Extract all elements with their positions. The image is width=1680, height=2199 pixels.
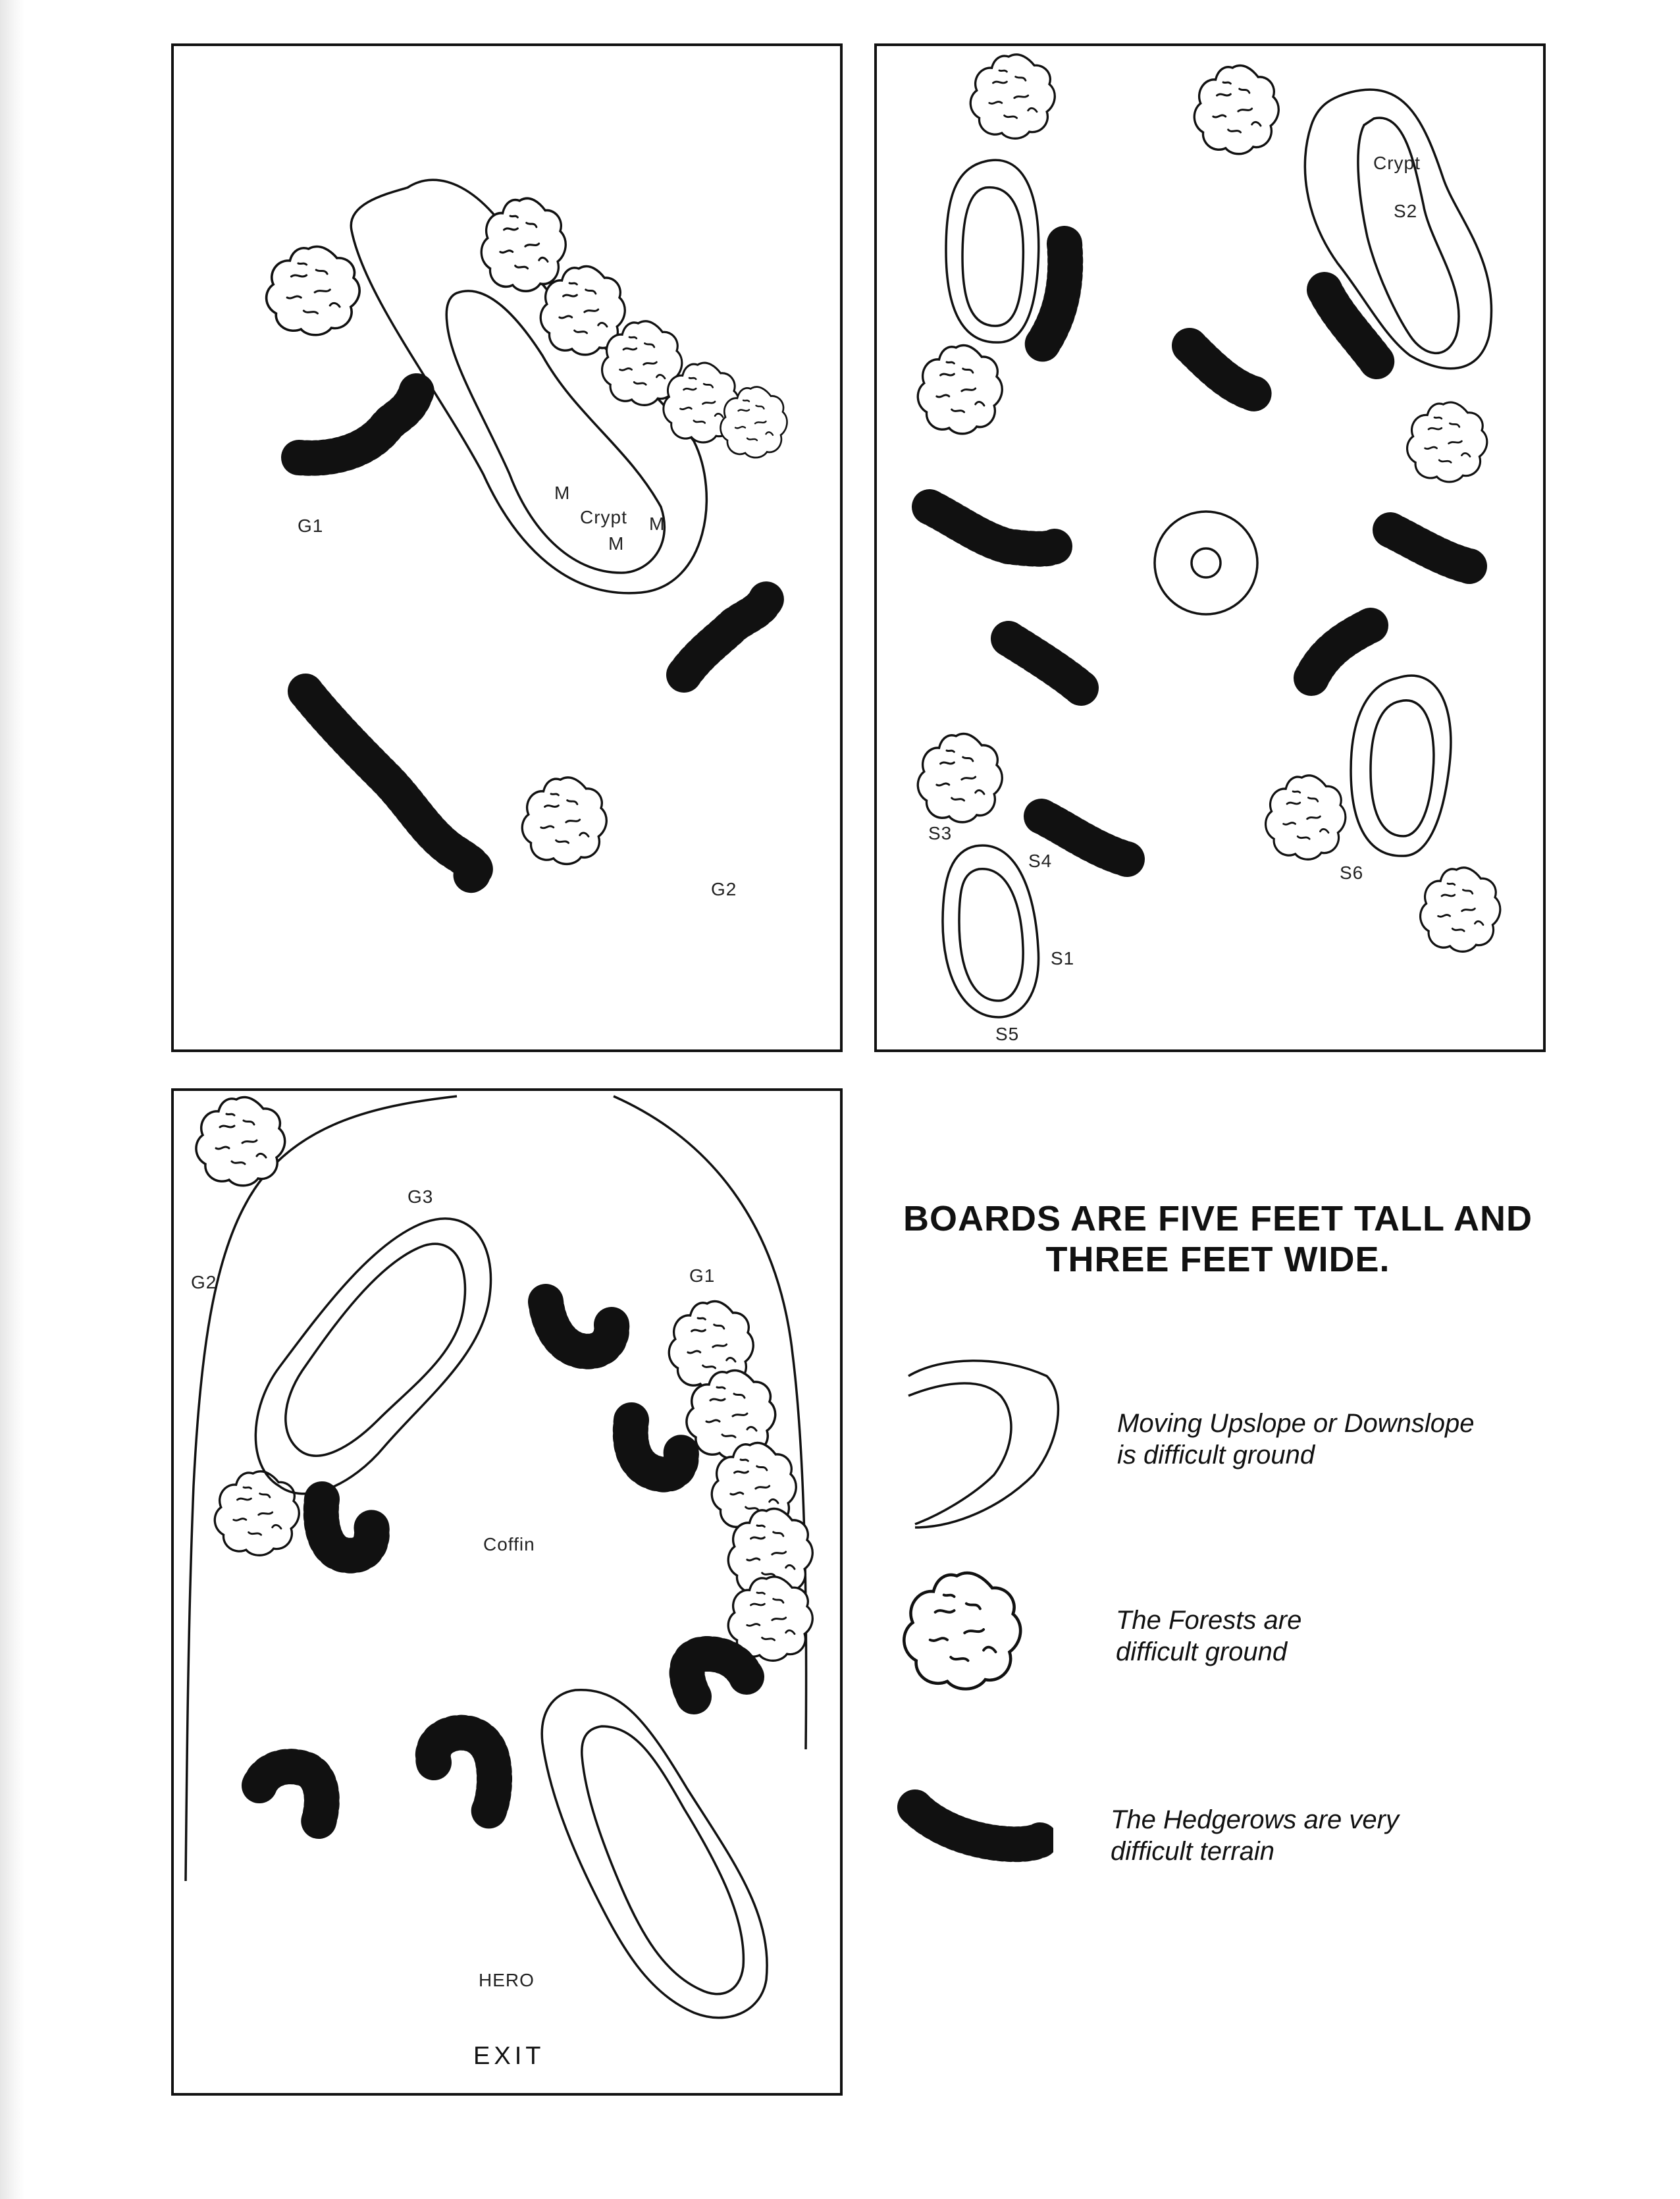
board-bottom-left-map: G3 G2 G1 Coffin HERO EXIT <box>184 1095 814 2070</box>
hill-b-inner <box>1369 699 1435 837</box>
label-s6: S6 <box>1340 862 1363 883</box>
hedgerow-5 <box>415 1714 512 1830</box>
hedgerow-4 <box>669 1636 764 1714</box>
label-s5: S5 <box>995 1024 1019 1044</box>
road-left-edge <box>184 1095 458 1882</box>
forest-3 <box>916 344 1004 435</box>
forest-left <box>213 1470 300 1556</box>
board-bottom-left: G3 G2 G1 Coffin HERO EXIT <box>171 1088 843 2096</box>
slope-contour-icon <box>908 1360 1060 1529</box>
label-crypt: Crypt <box>580 507 627 527</box>
label-crypt: Crypt <box>1373 153 1421 173</box>
label-m-3: M <box>608 533 624 554</box>
label-m-2: M <box>649 514 665 534</box>
hedgerow-left <box>281 371 435 476</box>
hill-crypt-inner <box>1357 117 1460 355</box>
label-s1: S1 <box>1051 948 1074 968</box>
legend-text-hedgerow: The Hedgerows are very difficult terrain <box>1111 1805 1399 1866</box>
hedgerow-6 <box>991 621 1099 706</box>
hill-a-inner <box>961 186 1025 327</box>
hedgerow-4 <box>912 489 1072 567</box>
hedgerow-2 <box>612 1402 699 1493</box>
hill-g3-outer <box>254 1217 492 1495</box>
forest-7 <box>1419 866 1502 953</box>
label-m-1: M <box>554 483 570 503</box>
forest-top-left <box>195 1096 286 1187</box>
scan-edge <box>0 0 25 2199</box>
hedgerow-1 <box>528 1284 630 1369</box>
label-g3: G3 <box>407 1186 433 1207</box>
hedgerow-5 <box>1373 512 1487 584</box>
forest-5 <box>916 732 1004 824</box>
hedgerow-bottom <box>288 674 493 893</box>
hedgerow-3 <box>303 1481 390 1574</box>
forest-1 <box>969 53 1056 140</box>
board-top-left-map: G1 G2 Crypt M M M <box>265 178 788 899</box>
forest-left <box>265 245 361 336</box>
hill-bottom-inner <box>581 1725 745 1996</box>
forest-chain <box>668 1300 814 1662</box>
well <box>1153 510 1259 616</box>
board-size-caption: BOARDS ARE FIVE FEET TALL AND THREE FEET… <box>903 1199 1533 1279</box>
label-g1: G1 <box>689 1265 715 1286</box>
forest-bottom <box>521 776 608 866</box>
hedgerow-icon <box>897 1789 1053 1863</box>
legend-text-slope: Moving Upslope or Downslope is difficult… <box>1117 1409 1475 1470</box>
hill-g3-inner <box>284 1242 467 1457</box>
hill-crypt-outer <box>1303 88 1493 370</box>
label-coffin: Coffin <box>483 1534 535 1554</box>
hedgerow-3 <box>1307 272 1395 380</box>
label-g2: G2 <box>711 879 737 899</box>
hedgerow-8 <box>1024 799 1145 877</box>
hedgerow-2 <box>1172 328 1276 413</box>
hill-c-outer <box>941 844 1040 1019</box>
forest-2 <box>1193 64 1280 155</box>
legend-text-forest: The Forests are difficult ground <box>1116 1606 1302 1666</box>
forest-chain <box>480 197 788 459</box>
board-top-right-map: Crypt S2 S3 S4 S1 S5 S6 <box>912 53 1502 1044</box>
hill-b-outer <box>1350 674 1452 857</box>
label-s2: S2 <box>1394 201 1417 221</box>
hill-bottom-outer <box>540 1689 768 2019</box>
label-g1: G1 <box>298 516 323 536</box>
forest-icon <box>889 1564 1034 1695</box>
hedgerow-6 <box>242 1749 340 1840</box>
board-top-right: Crypt S2 S3 S4 S1 S5 S6 <box>874 43 1546 1052</box>
board-top-left: G1 G2 Crypt M M M <box>171 43 843 1052</box>
hedgerow-right <box>666 581 784 693</box>
label-hero: HERO <box>479 1970 535 1990</box>
hill-a-outer <box>945 159 1040 344</box>
label-s3: S3 <box>928 823 952 843</box>
forest-6 <box>1264 774 1347 861</box>
hill-c-inner <box>958 868 1024 1002</box>
hill-inner-contour <box>445 290 666 574</box>
label-g2: G2 <box>191 1272 217 1292</box>
hedgerow-1 <box>1024 226 1084 363</box>
hedgerow-7 <box>1294 608 1388 696</box>
label-exit: EXIT <box>473 2042 544 2070</box>
forest-4 <box>1405 401 1488 483</box>
label-s4: S4 <box>1028 851 1052 871</box>
